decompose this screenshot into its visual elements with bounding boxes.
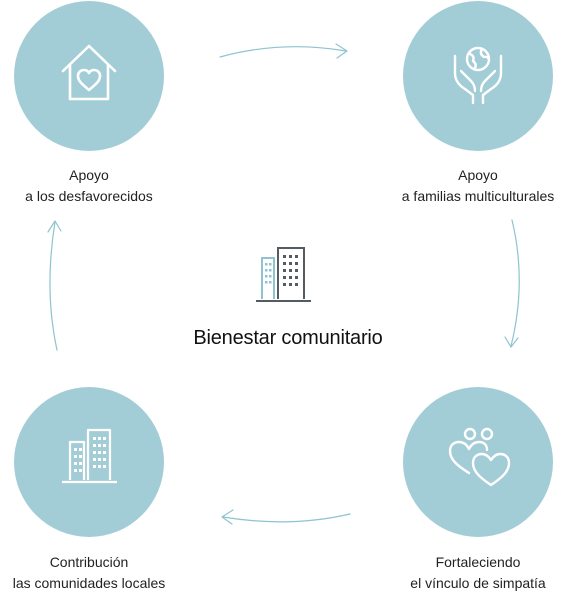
house-heart-icon (61, 44, 117, 101)
node-circle-support-multicultural (403, 1, 553, 151)
building-icon (62, 428, 117, 484)
arrow-bottom (222, 513, 351, 523)
hands-globe-icon (453, 46, 503, 105)
arrow-right (510, 219, 520, 347)
node-circle-support-disadvantaged (14, 1, 164, 151)
node-label-support-multicultural: Apoyo a familias multiculturales (401, 167, 555, 204)
node-circle-sympathy-bond (403, 387, 553, 537)
node-label-support-disadvantaged: Apoyo a los desfavorecidos (25, 167, 153, 204)
center-title: Bienestar comunitario (193, 327, 383, 349)
people-hearts-icon (448, 427, 511, 487)
building-icon (256, 247, 311, 302)
node-label-sympathy-bond: Fortaleciendo el vínculo de simpatía (410, 554, 546, 591)
node-label-local-communities: Contribución las comunidades locales (12, 554, 166, 591)
arrow-top (219, 46, 347, 58)
arrow-left (49, 221, 58, 351)
node-circle-local-communities (14, 387, 164, 537)
